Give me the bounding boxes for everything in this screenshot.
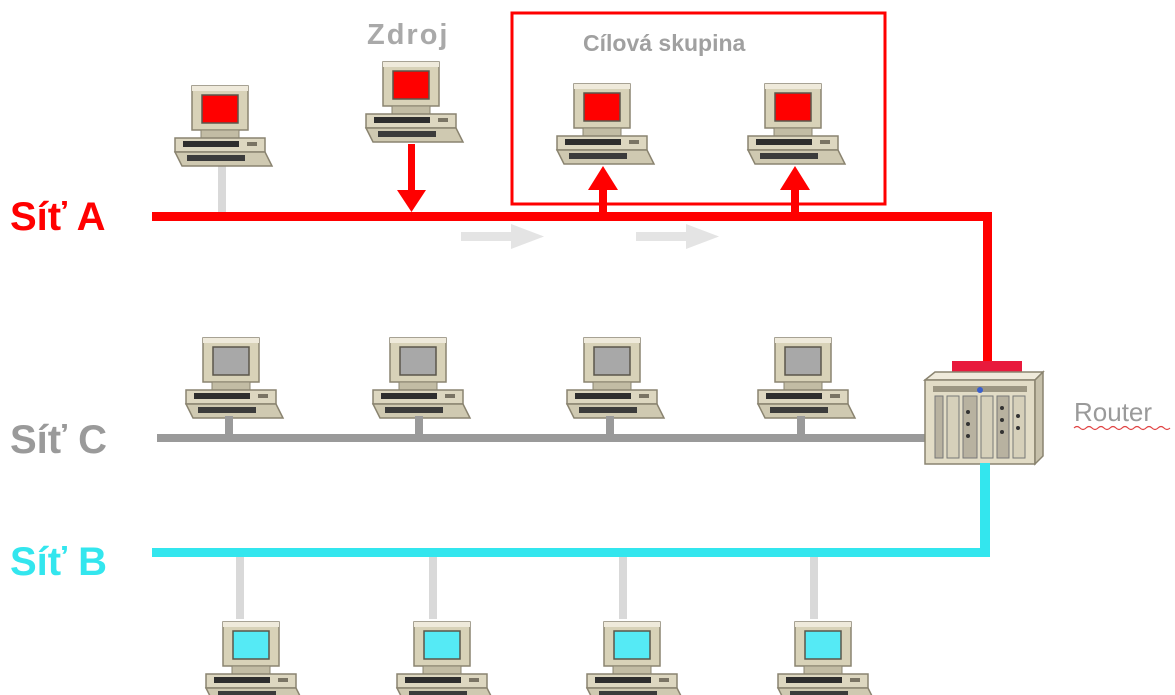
down-arrow-icon (397, 144, 426, 212)
desktop-computer-icon (174, 85, 273, 167)
network-c-line (157, 434, 937, 442)
network-b-line (152, 463, 990, 557)
spellcheck-underline (1073, 425, 1171, 431)
up-arrow-icon (588, 166, 618, 214)
network-a-label: Síť A (10, 195, 105, 239)
desktop-computer-icon (396, 621, 495, 695)
network-c-label: Síť C (10, 418, 107, 462)
desktop-computer-icon (372, 337, 471, 419)
router-label: Router (1074, 397, 1152, 427)
desktop-computer-icon (777, 621, 876, 695)
desktop-computer-icon (757, 337, 856, 419)
router-icon (922, 370, 1045, 466)
desktop-computer-icon (185, 337, 284, 419)
drop-lines-b (236, 557, 818, 619)
target-group-label: Cílová skupina (583, 30, 746, 56)
desktop-computer-icon (747, 83, 846, 165)
desktop-computer-icon (365, 61, 464, 143)
desktop-computer-icon (205, 621, 304, 695)
up-arrow-icon (780, 166, 810, 214)
drop-lines-c (225, 416, 805, 436)
right-arrow-icon (636, 224, 719, 249)
desktop-computer-icon (566, 337, 665, 419)
target-group-box (510, 11, 887, 206)
network-a-line (152, 212, 992, 367)
desktop-computer-icon (556, 83, 655, 165)
network-b-label: Síť B (10, 540, 107, 584)
desktop-computer-icon (586, 621, 685, 695)
drop-line (218, 162, 226, 212)
source-label: Zdroj (367, 19, 450, 51)
right-arrow-icon (461, 224, 544, 249)
